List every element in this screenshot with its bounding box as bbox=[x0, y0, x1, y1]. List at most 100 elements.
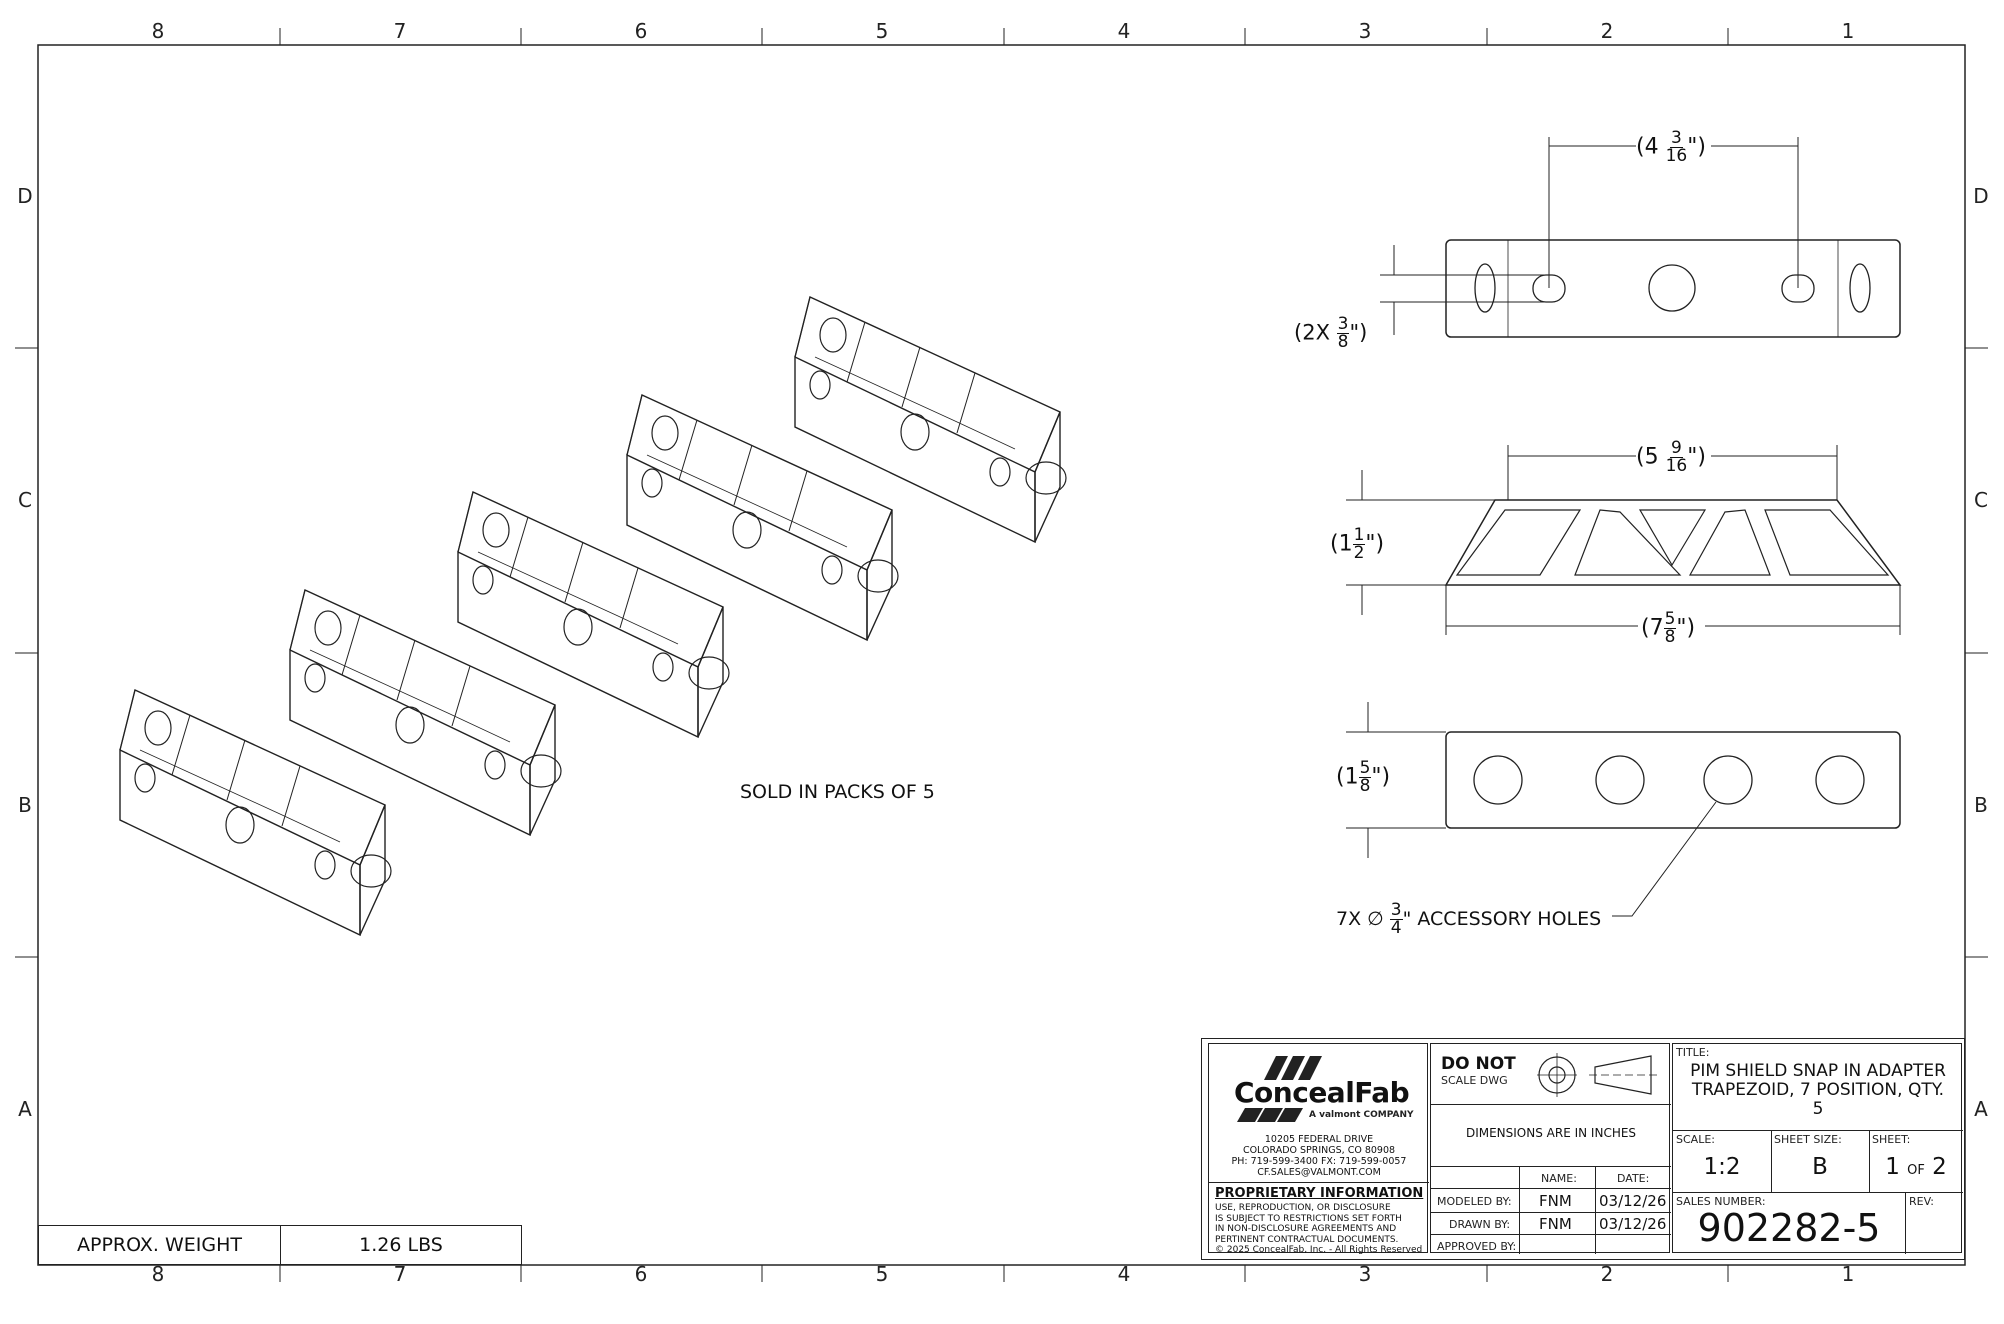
company-address: 10205 FEDERAL DRIVE COLORADO SPRINGS, CO… bbox=[1231, 1134, 1407, 1178]
zone-col-label: 4 bbox=[1117, 19, 1131, 43]
zone-row-label: C bbox=[1974, 488, 1988, 512]
divider bbox=[1673, 1192, 1963, 1193]
end-hole bbox=[1474, 263, 1496, 313]
zone-col-label: 2 bbox=[1600, 19, 1614, 43]
sheet-size-label: SHEET SIZE: bbox=[1774, 1133, 1842, 1146]
zone-col-label: 4 bbox=[1117, 1262, 1131, 1286]
zone-row-label: A bbox=[18, 1097, 32, 1121]
proprietary-title: PROPRIETARY INFORMATION bbox=[1215, 1186, 1424, 1201]
scale-dwg-label: SCALE DWG bbox=[1441, 1074, 1508, 1087]
drawing-border bbox=[37, 44, 1966, 1266]
sales-number-value: 902282-5 bbox=[1697, 1206, 1881, 1250]
trapezoid-cell bbox=[1455, 509, 1582, 576]
zone-col-label: 7 bbox=[393, 1262, 407, 1286]
accessory-hole bbox=[1473, 755, 1523, 805]
accessory-hole bbox=[1703, 755, 1753, 805]
logo-text: ConcealFab bbox=[1234, 1076, 1410, 1109]
zone-row-label: C bbox=[18, 488, 32, 512]
drawn-by-value: FNM bbox=[1539, 1215, 1572, 1233]
zone-col-label: 1 bbox=[1841, 19, 1855, 43]
zone-col-label: 1 bbox=[1841, 1262, 1855, 1286]
logo-sub: A valmont COMPANY bbox=[1309, 1110, 1414, 1120]
weight-value: 1.26 LBS bbox=[359, 1234, 443, 1256]
isometric-adapter-part bbox=[794, 296, 1067, 544]
zone-row-label: D bbox=[1973, 184, 1989, 208]
title-block: ConcealFab A valmont COMPANY 10205 FEDER… bbox=[1201, 1038, 1965, 1260]
leader-line bbox=[1612, 801, 1717, 917]
isometric-adapter-part bbox=[119, 689, 392, 937]
zone-col-label: 5 bbox=[875, 1262, 889, 1286]
scale-value: 1:2 bbox=[1703, 1154, 1741, 1180]
divider bbox=[1595, 1166, 1596, 1254]
weight-label: APPROX. WEIGHT bbox=[39, 1226, 281, 1264]
zone-col-label: 6 bbox=[634, 1262, 648, 1286]
zone-col-label: 5 bbox=[875, 19, 889, 43]
concealfab-logo-icon bbox=[1237, 1056, 1322, 1122]
divider bbox=[1431, 1104, 1671, 1105]
zone-col-label: 8 bbox=[151, 19, 165, 43]
drawn-by-label: DRAWN BY: bbox=[1449, 1218, 1511, 1231]
date-label: DATE: bbox=[1617, 1172, 1650, 1185]
front-view-outline bbox=[1445, 731, 1901, 829]
top-view-outline bbox=[1445, 239, 1901, 338]
proprietary-text: USE, REPRODUCTION, OR DISCLOSURE IS SUBJ… bbox=[1215, 1203, 1423, 1255]
title-label: TITLE: bbox=[1676, 1046, 1710, 1059]
zone-row-label: B bbox=[18, 793, 32, 817]
sales-number-label: SALES NUMBER: bbox=[1676, 1195, 1766, 1208]
center-hole bbox=[1648, 264, 1696, 312]
divider bbox=[1771, 1130, 1772, 1192]
zone-row-label: D bbox=[17, 184, 33, 208]
title-cell: TITLE: PIM SHIELD SNAP IN ADAPTER TRAPEZ… bbox=[1672, 1043, 1963, 1254]
weight-box: APPROX. WEIGHT 1.26 LBS bbox=[38, 1225, 522, 1265]
sheet-number: 1 OF 2 bbox=[1885, 1154, 1947, 1180]
zone-col-label: 7 bbox=[393, 19, 407, 43]
trapezoid-cell bbox=[1764, 509, 1890, 576]
zone-row-label: B bbox=[1974, 793, 1988, 817]
scale-label: SCALE: bbox=[1676, 1133, 1715, 1146]
modeled-date-value: 03/12/26 bbox=[1599, 1192, 1667, 1210]
do-not-label: DO NOT bbox=[1441, 1054, 1516, 1074]
zone-col-label: 8 bbox=[151, 1262, 165, 1286]
divider bbox=[1673, 1130, 1963, 1131]
zone-col-label: 3 bbox=[1358, 19, 1372, 43]
dimensions-note: DIMENSIONS ARE IN INCHES bbox=[1465, 1126, 1637, 1140]
drawing-title: PIM SHIELD SNAP IN ADAPTER TRAPEZOID, 7 … bbox=[1690, 1061, 1946, 1119]
name-label: NAME: bbox=[1541, 1172, 1577, 1185]
divider bbox=[1431, 1188, 1671, 1189]
accessory-hole bbox=[1815, 755, 1865, 805]
rev-label: REV: bbox=[1909, 1195, 1934, 1208]
modeled-by-label: MODELED BY: bbox=[1437, 1195, 1512, 1208]
zone-col-label: 6 bbox=[634, 19, 648, 43]
divider bbox=[1905, 1192, 1906, 1254]
isometric-adapter-part bbox=[289, 589, 562, 837]
drawing-info-cell: DO NOT SCALE DWG DIMENSIONS ARE IN INCHE… bbox=[1430, 1043, 1671, 1254]
accessory-hole bbox=[1595, 755, 1645, 805]
divider bbox=[1431, 1166, 1671, 1167]
isometric-adapter-part bbox=[626, 394, 899, 642]
zone-row-label: A bbox=[1974, 1097, 1988, 1121]
sheet-label: SHEET: bbox=[1872, 1133, 1911, 1146]
divider bbox=[1431, 1212, 1671, 1213]
approved-by-label: APPROVED BY: bbox=[1437, 1240, 1517, 1253]
trapezoid-cell bbox=[1688, 509, 1771, 576]
isometric-adapter-part bbox=[457, 491, 730, 739]
zone-col-label: 2 bbox=[1600, 1262, 1614, 1286]
trapezoid-cell bbox=[1574, 509, 1682, 576]
drawn-date-value: 03/12/26 bbox=[1599, 1215, 1667, 1233]
zone-col-label: 3 bbox=[1358, 1262, 1372, 1286]
sold-in-packs-note: SOLD IN PACKS OF 5 bbox=[740, 781, 935, 803]
divider bbox=[1869, 1130, 1870, 1192]
divider bbox=[1431, 1234, 1671, 1235]
trapezoid-cell bbox=[1638, 509, 1707, 567]
projection-symbol-icon bbox=[1537, 1053, 1661, 1097]
divider bbox=[1209, 1182, 1429, 1183]
company-cell: ConcealFab A valmont COMPANY 10205 FEDER… bbox=[1208, 1043, 1429, 1255]
